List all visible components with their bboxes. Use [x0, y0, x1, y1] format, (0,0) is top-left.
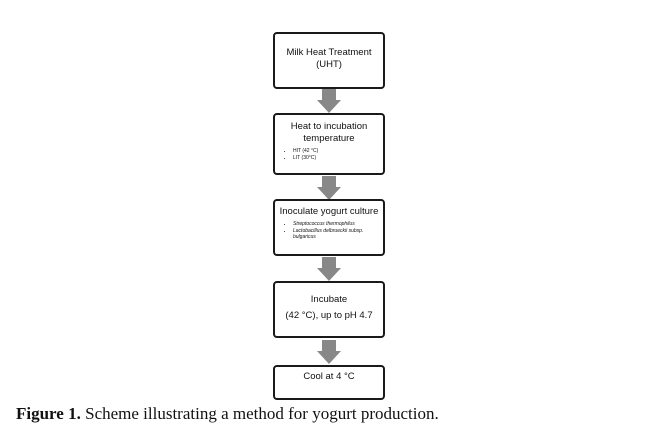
down-arrow-icon: [317, 340, 341, 364]
caption-text: Scheme illustrating a method for yogurt …: [80, 404, 439, 423]
list-item: LIT (30°C): [293, 155, 379, 162]
step-title: Inoculate yogurt culture: [279, 206, 379, 217]
flow-step-cool: Cool at 4 °C: [273, 365, 385, 400]
down-arrow-icon: [317, 89, 341, 113]
flow-step-inoculate-culture: Inoculate yogurt culture Streptococcus t…: [273, 199, 385, 256]
step-title: Heat to incubation temperature: [290, 121, 368, 144]
flow-step-heat-to-incubation: Heat to incubation temperature HIT (42 °…: [273, 113, 385, 175]
list-item: HIT (42 °C): [293, 148, 379, 155]
down-arrow-icon: [317, 176, 341, 200]
figure-caption: Figure 1. Scheme illustrating a method f…: [16, 404, 439, 424]
figure-label: Figure 1.: [16, 404, 81, 423]
step-title: Milk Heat Treatment (UHT): [286, 47, 372, 70]
step-title: Cool at 4 °C: [303, 371, 355, 382]
list-item: Streptococcus thermophilus: [293, 221, 379, 228]
down-arrow-icon: [317, 257, 341, 281]
step-title-line-2: (42 °C), up to pH 4.7: [285, 310, 373, 321]
culture-list: Streptococcus thermophilus Lactobacillus…: [275, 221, 383, 241]
step-title-line-1: Incubate: [310, 294, 348, 305]
temperature-list: HIT (42 °C) LIT (30°C): [275, 148, 383, 161]
list-item: Lactobacillus delbrueckii subsp. bulgari…: [293, 228, 379, 241]
flow-step-incubate: Incubate (42 °C), up to pH 4.7: [273, 281, 385, 338]
flow-step-milk-heat-treatment: Milk Heat Treatment (UHT): [273, 32, 385, 89]
